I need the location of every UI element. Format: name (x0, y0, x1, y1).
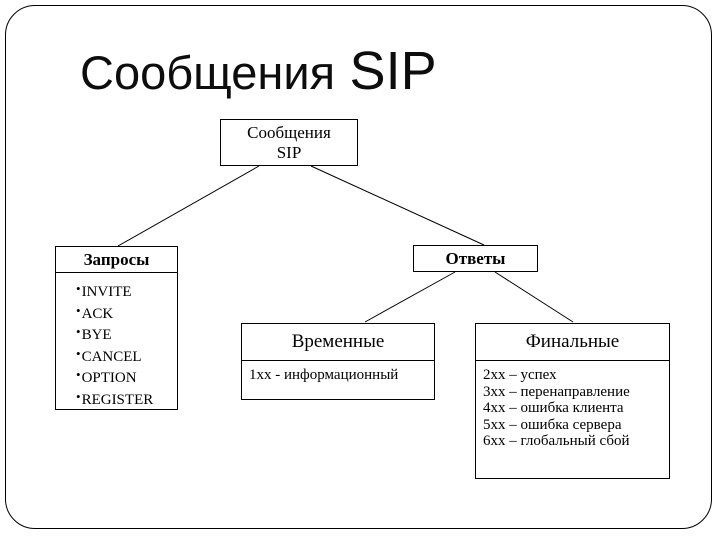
response-code-row: 3xx – перенаправление (483, 383, 630, 400)
response-code-row: 4xx – ошибка клиента (483, 400, 624, 416)
bullet-icon: • (76, 324, 81, 339)
request-item: •CANCEL (76, 345, 177, 367)
response-code-row: 2xx – успех (483, 367, 557, 383)
page-title-sip-word: SIP (349, 41, 437, 101)
request-item: •REGISTER (76, 388, 177, 410)
request-item-label: REGISTER (81, 391, 154, 408)
bullet-icon: • (76, 302, 81, 318)
page-title: Сообщения SIP (80, 42, 437, 114)
root-node-line2: SIP (276, 143, 302, 162)
page-title-russian-word: Сообщения (80, 46, 336, 99)
provisional-responses-node: Временные 1xx - информационный (241, 323, 435, 400)
responses-node: Ответы (413, 245, 538, 272)
response-code-row: 1xx - информационный (249, 367, 399, 383)
request-item: •BYE (76, 323, 177, 345)
final-body: 2xx – успех 3xx – перенаправление 4xx – … (476, 361, 669, 450)
provisional-body: 1xx - информационный (242, 361, 434, 384)
response-code-row: 5xx – ошибка сервера (483, 416, 622, 433)
final-header: Финальные (476, 324, 669, 361)
root-node-line1: Сообщения (247, 123, 331, 142)
request-item-label: ACK (81, 305, 114, 322)
requests-list: •INVITE •ACK •BYE •CANCEL •OPTION •REGIS… (56, 280, 177, 409)
provisional-header: Временные (242, 324, 434, 361)
requests-node: Запросы •INVITE •ACK •BYE •CANCEL •OPTIO… (55, 246, 178, 410)
request-item-label: INVITE (81, 284, 132, 300)
final-responses-node: Финальные 2xx – успех 3xx – перенаправле… (475, 323, 670, 479)
bullet-icon: • (76, 388, 81, 404)
bullet-icon: • (76, 281, 81, 296)
request-item: •INVITE (76, 280, 177, 302)
request-item: •ACK (76, 302, 177, 324)
requests-header: Запросы (56, 247, 177, 273)
root-node-sip-messages: Сообщения SIP (220, 119, 358, 166)
request-item-label: BYE (81, 327, 112, 343)
request-item-label: OPTION (81, 370, 137, 386)
bullet-icon: • (76, 367, 81, 382)
request-item: •OPTION (76, 366, 177, 388)
responses-header: Ответы (445, 249, 506, 268)
response-code-row: 6xx – глобальный сбой (483, 433, 630, 449)
request-item-label: CANCEL (81, 348, 142, 365)
bullet-icon: • (76, 345, 81, 361)
